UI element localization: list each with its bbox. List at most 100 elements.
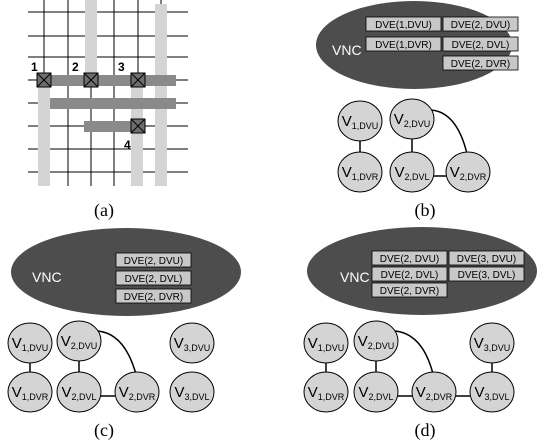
pin-marker <box>83 72 99 88</box>
horizontal-wire <box>38 75 176 86</box>
vertex-sub: 3,DVU <box>484 343 511 353</box>
dve-entry: DVE(2, DVU) <box>451 20 510 31</box>
svg-text:V2,DVU: V2,DVU <box>61 333 98 351</box>
vertex-node <box>469 322 515 364</box>
dve-entry: DVE(2, DVL) <box>125 274 183 285</box>
dve-entry: DVE(2, DVR) <box>451 59 510 70</box>
caption-a: (a) <box>94 200 114 221</box>
vertex-main: V <box>119 384 129 401</box>
pin-label: 1 <box>31 60 38 74</box>
vertex-sub: 1,DVR <box>22 392 49 402</box>
vertex-sub: 2,DVL <box>72 392 97 402</box>
svg-text:V2,DVL: V2,DVL <box>394 164 429 182</box>
vertex-sub: 2,DVR <box>129 392 156 402</box>
vnc-label: VNC <box>332 42 362 58</box>
panel-d: VNC DVE(2, DVU) DVE(3, DVU) DVE(2, DVL) … <box>303 227 537 413</box>
vertex-node <box>56 371 102 413</box>
caption-d: (d) <box>415 420 436 441</box>
svg-text:V2,DVR: V2,DVR <box>450 164 487 182</box>
svg-text:V2,DVL: V2,DVL <box>358 384 393 402</box>
pin-label: 4 <box>124 138 131 152</box>
pin-marker <box>130 72 146 88</box>
svg-text:V3,DVU: V3,DVU <box>474 335 511 353</box>
dve-entry: DVE(2, DVR) <box>124 292 183 303</box>
vertex-node <box>389 98 435 140</box>
vertex-sub: 2,DVU <box>404 119 431 129</box>
vertex-sub: 2,DVL <box>405 172 430 182</box>
vnc-label: VNC <box>32 269 62 285</box>
vertex-sub: 2,DVL <box>369 392 394 402</box>
vertex-sub: 3,DVL <box>185 392 210 402</box>
pin-marker <box>130 118 146 134</box>
dve-entry: DVE(2, DVL) <box>381 270 439 281</box>
vertex-sub: 1,DVU <box>352 121 379 131</box>
vertex-sub: 1,DVU <box>22 343 49 353</box>
pin-marker <box>36 72 52 88</box>
svg-text:V1,DVU: V1,DVU <box>308 335 345 353</box>
vertex-node <box>303 371 349 413</box>
svg-text:V1,DVU: V1,DVU <box>342 113 379 131</box>
svg-text:V1,DVR: V1,DVR <box>12 384 49 402</box>
svg-text:V2,DVL: V2,DVL <box>61 384 96 402</box>
panel-c: VNC DVE(2, DVU) DVE(2, DVL) DVE(2, DVR) … <box>7 228 241 413</box>
vertex-main: V <box>308 384 318 401</box>
horizontal-wire <box>50 98 176 109</box>
vertex-main: V <box>174 384 184 401</box>
vertical-wire <box>38 80 50 186</box>
vertex-node <box>353 371 399 413</box>
vertex-main: V <box>394 164 404 181</box>
vertex-sub: 3,DVU <box>184 343 211 353</box>
dve-entry: DVE(2, DVL) <box>452 40 510 51</box>
vertex-node <box>56 320 102 362</box>
dve-entry: DVE(2, DVU) <box>124 256 183 267</box>
svg-text:V3,DVU: V3,DVU <box>174 335 211 353</box>
vertex-main: V <box>342 164 352 181</box>
svg-text:V2,DVR: V2,DVR <box>416 384 453 402</box>
vertex-main: V <box>394 111 404 128</box>
vertex-main: V <box>474 335 484 352</box>
svg-text:V2,DVR: V2,DVR <box>119 384 156 402</box>
vertex-node <box>337 151 383 193</box>
vertex-main: V <box>342 113 352 130</box>
vertex-node <box>169 322 215 364</box>
svg-text:V2,DVU: V2,DVU <box>358 333 395 351</box>
svg-text:V3,DVL: V3,DVL <box>174 384 209 402</box>
svg-text:V1,DVU: V1,DVU <box>12 335 49 353</box>
dve-entry: DVE(3, DVU) <box>457 254 516 265</box>
vertex-node <box>303 322 349 364</box>
vnc-label: VNC <box>340 269 370 285</box>
vertex-main: V <box>61 333 71 350</box>
vertex-node <box>337 100 383 142</box>
vertex-main: V <box>474 384 484 401</box>
vertex-sub: 1,DVU <box>318 343 345 353</box>
vertex-node <box>411 371 457 413</box>
vertex-node <box>7 371 53 413</box>
dve-entry: DVE(2, DVR) <box>380 286 439 297</box>
vertex-main: V <box>61 384 71 401</box>
vertex-main: V <box>416 384 426 401</box>
horizontal-wire <box>84 121 144 132</box>
svg-text:V1,DVR: V1,DVR <box>308 384 345 402</box>
vertex-sub: 2,DVR <box>426 392 453 402</box>
vertex-node <box>389 151 435 193</box>
svg-text:V3,DVL: V3,DVL <box>474 384 509 402</box>
dve-entry: DVE(1,DVR) <box>375 40 432 51</box>
vertex-main: V <box>450 164 460 181</box>
vertex-sub: 1,DVR <box>352 172 379 182</box>
vertex-main: V <box>174 335 184 352</box>
vertex-sub: 1,DVR <box>318 392 345 402</box>
vertex-main: V <box>358 333 368 350</box>
vertex-node <box>469 371 515 413</box>
vertex-main: V <box>308 335 318 352</box>
vertical-wire <box>85 0 97 86</box>
vertex-node <box>7 322 53 364</box>
vertex-node <box>169 371 215 413</box>
vertex-sub: 3,DVL <box>485 392 510 402</box>
vertex-node <box>445 151 491 193</box>
vertex-main: V <box>358 384 368 401</box>
vertex-node <box>114 371 160 413</box>
vertex-node <box>353 320 399 362</box>
panel-a-grid: 1 2 3 4 <box>28 0 188 186</box>
caption-c: (c) <box>94 420 114 441</box>
vertex-sub: 2,DVU <box>368 341 395 351</box>
